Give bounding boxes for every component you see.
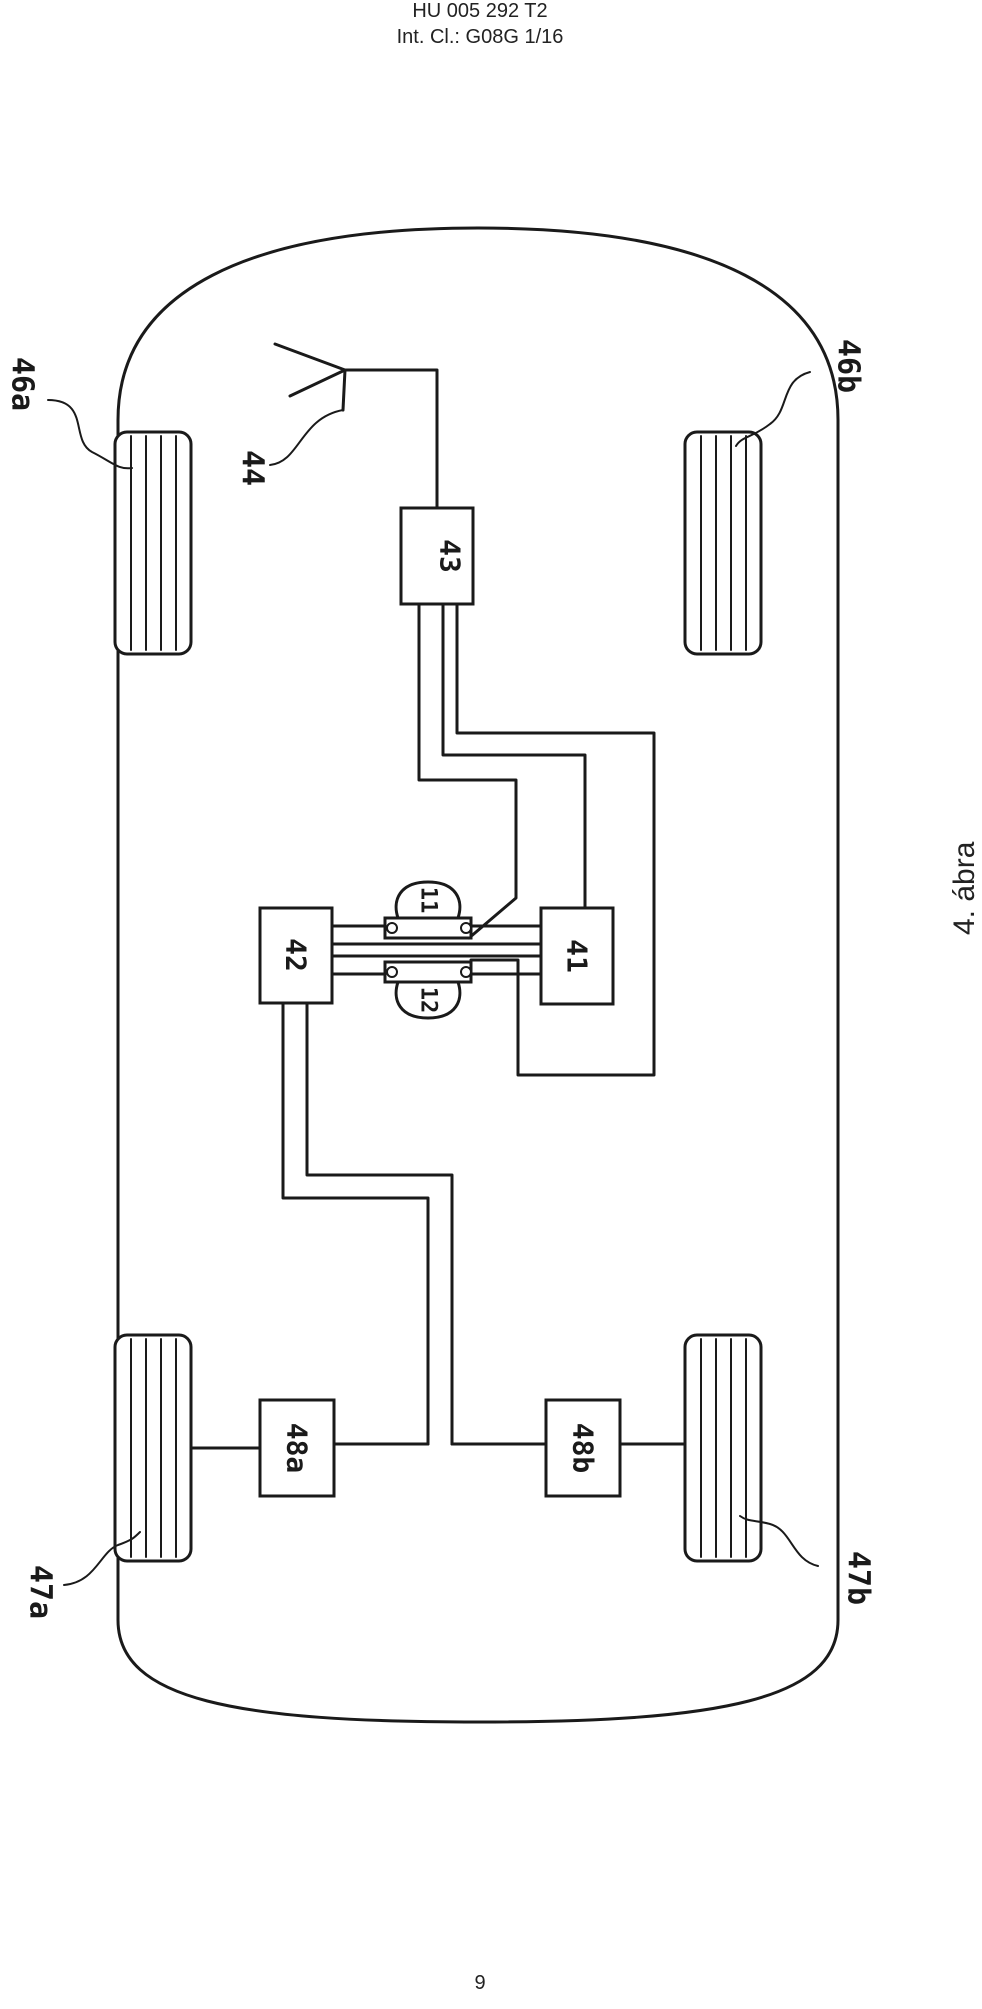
classification: Int. Cl.: G08G 1/16 xyxy=(396,26,564,48)
wheel-46a xyxy=(113,430,193,656)
wheel-47b xyxy=(683,1333,763,1563)
leader-46a xyxy=(47,399,133,470)
label-44: 44 xyxy=(235,450,270,486)
actuator-48a xyxy=(258,1398,336,1498)
label-48a: 48a xyxy=(281,1423,314,1474)
vehicle-diagram: 43 42 41 11 12 48a 48b 44 46a 46b 47a 47… xyxy=(5,226,876,1724)
actuator-48b xyxy=(544,1398,622,1498)
page-number: 9 xyxy=(474,1972,486,1994)
label-47b: 47b xyxy=(841,1551,876,1605)
label-46b: 46b xyxy=(831,339,866,393)
label-48b: 48b xyxy=(567,1423,600,1474)
unit-41 xyxy=(539,906,615,1006)
axle-links xyxy=(189,1442,687,1450)
label-42: 42 xyxy=(280,938,313,972)
leader-47b xyxy=(739,1515,819,1567)
label-46a: 46a xyxy=(5,357,40,411)
figure-caption: 4. ábra xyxy=(948,841,981,935)
label-12: 12 xyxy=(416,987,441,1014)
leader-46b xyxy=(735,371,811,447)
bus-42-48 xyxy=(281,1001,454,1446)
bus-43-41 xyxy=(417,602,656,1077)
unit-43 xyxy=(399,506,475,606)
label-47a: 47a xyxy=(23,1565,58,1619)
document-id: HU 005 292 T2 xyxy=(412,0,548,22)
wheel-46b xyxy=(683,430,763,656)
label-43: 43 xyxy=(434,539,467,573)
sensor-11 xyxy=(383,880,473,940)
leader-44 xyxy=(269,409,344,466)
wheel-47a xyxy=(113,1333,193,1563)
label-41: 41 xyxy=(561,939,594,973)
label-11: 11 xyxy=(416,887,441,914)
vehicle-body-outline xyxy=(116,226,840,1724)
unit-42 xyxy=(258,906,334,1005)
leader-47a xyxy=(63,1531,141,1586)
sensor-12 xyxy=(383,960,473,1020)
antenna-44 xyxy=(273,342,439,510)
